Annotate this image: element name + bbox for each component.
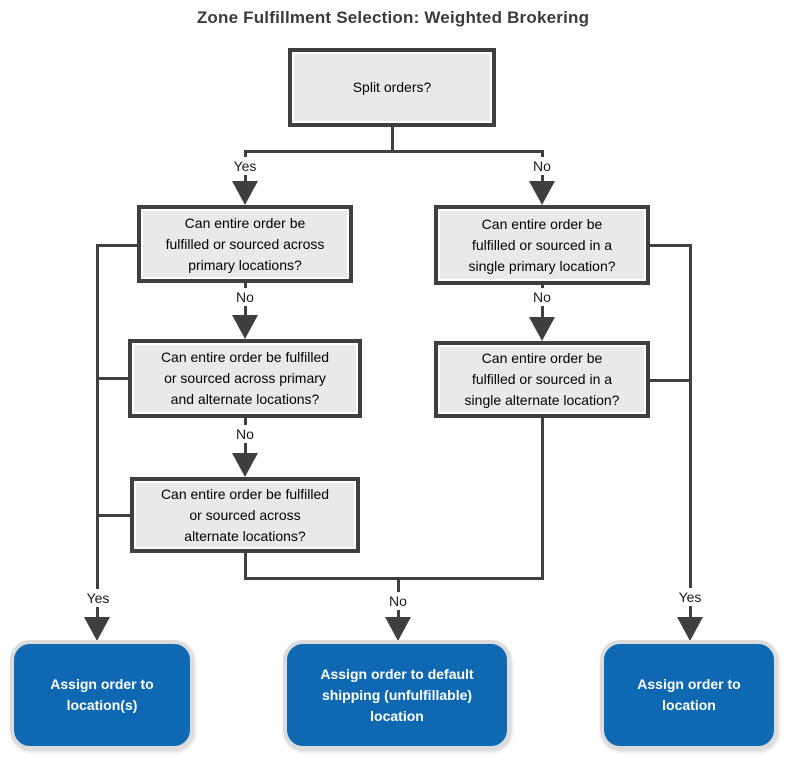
arrowhead-down-icon bbox=[84, 617, 110, 641]
edge-label-no-bottom-middle: No bbox=[385, 592, 411, 610]
arrowhead-down-icon bbox=[232, 315, 258, 339]
node-single-alternate: Can entire order be fulfilled or sourced… bbox=[434, 341, 650, 418]
edge-label-no-left2: No bbox=[232, 425, 258, 443]
arrowhead-down-icon bbox=[232, 181, 258, 205]
connector-right2-down bbox=[541, 418, 544, 580]
connector-left-rail-stub3 bbox=[96, 514, 132, 517]
node-across-primary-alternate: Can entire order be fulfilled or sourced… bbox=[128, 339, 362, 418]
arrowhead-down-icon bbox=[529, 317, 555, 341]
edge-label-yes-bottom-left: Yes bbox=[82, 589, 114, 607]
terminal-assign-location: Assign order to location bbox=[600, 640, 778, 750]
connector-left3-down bbox=[244, 553, 247, 580]
connector-left-rail bbox=[96, 244, 99, 619]
diagram-title: Zone Fulfillment Selection: Weighted Bro… bbox=[196, 8, 590, 27]
terminal-assign-default-shipping: Assign order to default shipping (unfulf… bbox=[283, 640, 511, 750]
edge-label-yes-top: Yes bbox=[229, 157, 261, 175]
connector-bottom-bar bbox=[244, 577, 544, 580]
edge-label-no-right1: No bbox=[529, 288, 555, 306]
node-across-alternate: Can entire order be fulfilled or sourced… bbox=[130, 477, 360, 553]
connector-right-rail-stub2 bbox=[650, 379, 692, 382]
connector-left-rail-stub1 bbox=[96, 244, 138, 247]
edge-label-no-left1: No bbox=[232, 288, 258, 306]
node-single-primary: Can entire order be fulfilled or sourced… bbox=[434, 205, 650, 285]
connector-right-rail-stub1 bbox=[650, 244, 692, 247]
edge-label-yes-bottom-right: Yes bbox=[674, 588, 706, 606]
arrowhead-down-icon bbox=[385, 617, 411, 641]
arrowhead-down-icon bbox=[232, 453, 258, 477]
connector-split-down bbox=[391, 127, 394, 153]
connector-left-rail-stub2 bbox=[96, 377, 130, 380]
connector-right-rail bbox=[689, 244, 692, 619]
node-across-primary: Can entire order be fulfilled or sourced… bbox=[137, 205, 353, 283]
arrowhead-down-icon bbox=[529, 181, 555, 205]
node-split-orders: Split orders? bbox=[288, 48, 496, 127]
edge-label-no-top: No bbox=[529, 157, 555, 175]
connector-branch-bar bbox=[244, 150, 544, 153]
terminal-assign-locations: Assign order to location(s) bbox=[10, 640, 194, 750]
arrowhead-down-icon bbox=[677, 617, 703, 641]
